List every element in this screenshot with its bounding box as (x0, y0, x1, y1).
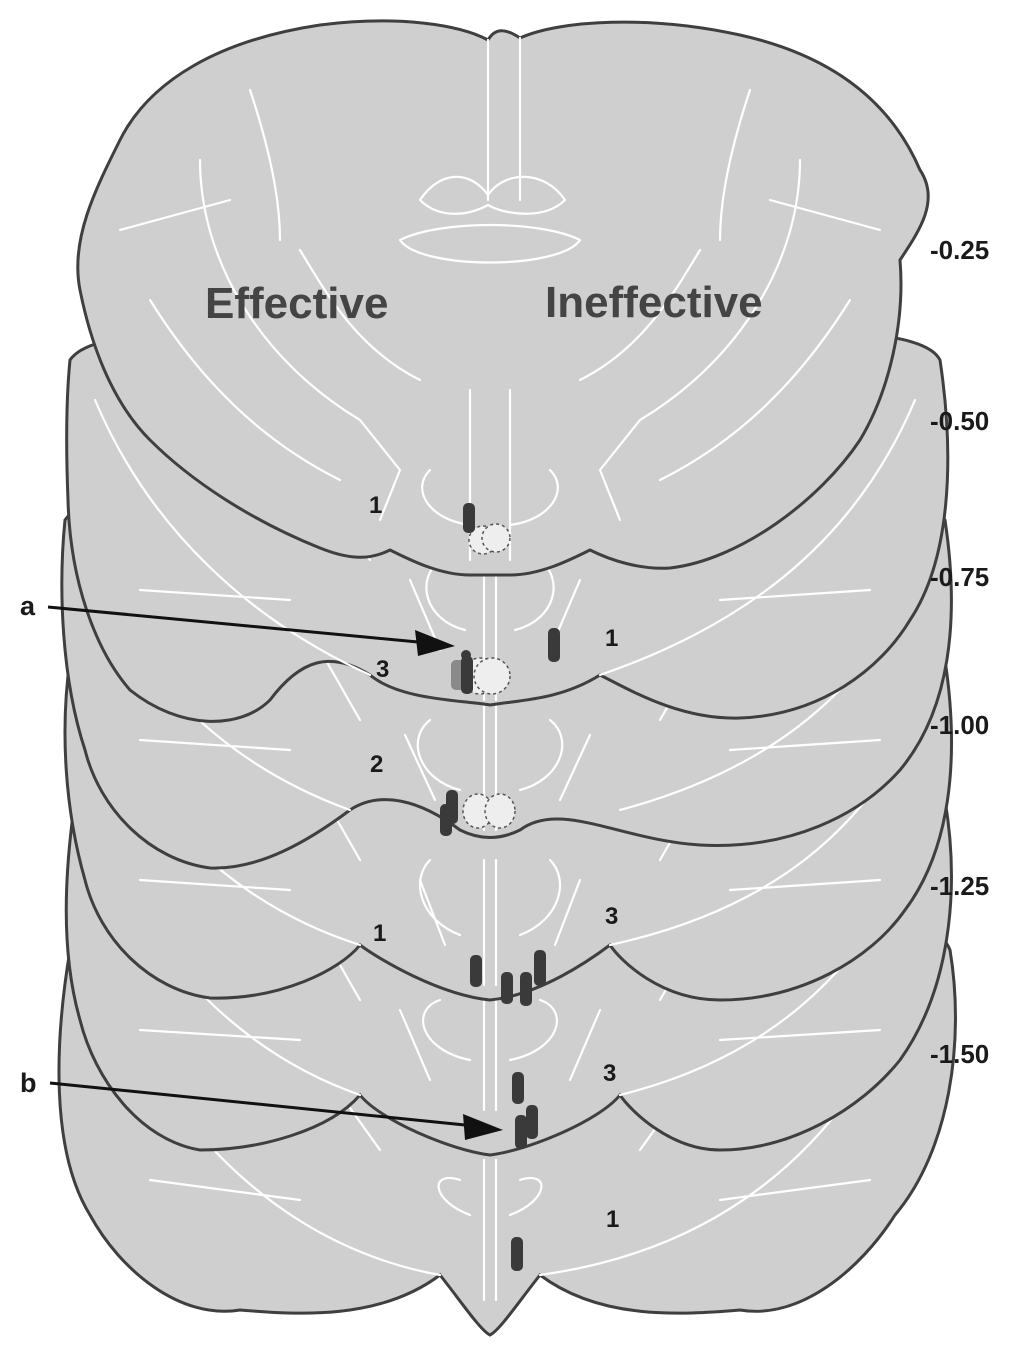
injection-site (440, 804, 452, 836)
injection-site (534, 950, 546, 986)
arrow-b-label: b (20, 1068, 37, 1098)
injection-site (501, 972, 513, 1004)
level-label: -0.25 (930, 235, 989, 265)
count-label: 3 (605, 903, 618, 930)
placebo-circle (485, 794, 515, 828)
count-label: 1 (606, 1206, 619, 1233)
injection-site (461, 650, 471, 660)
effective-label: Effective (205, 279, 388, 328)
injection-site (470, 955, 482, 987)
injection-site (520, 972, 532, 1006)
count-label: 2 (370, 751, 383, 778)
level-label: -0.75 (930, 562, 989, 592)
arrow-a-label: a (20, 591, 36, 621)
placebo-circle (482, 524, 510, 552)
injection-site (526, 1105, 538, 1139)
count-label: 1 (369, 492, 382, 519)
injection-site (463, 503, 475, 533)
ineffective-label: Ineffective (545, 278, 763, 327)
level-label: -0.50 (930, 406, 989, 436)
injection-site (548, 628, 560, 662)
injection-site (511, 1237, 523, 1271)
count-label: 1 (373, 920, 386, 947)
level-label: -1.00 (930, 710, 989, 740)
level-label: -1.50 (930, 1039, 989, 1069)
count-label: 3 (376, 656, 389, 683)
injection-site (461, 656, 473, 694)
injection-site (512, 1072, 524, 1104)
count-label: 1 (605, 625, 618, 652)
level-label: -1.25 (930, 871, 989, 901)
injection-site (515, 1115, 527, 1149)
count-label: 3 (603, 1060, 616, 1087)
placebo-circle (474, 658, 510, 694)
